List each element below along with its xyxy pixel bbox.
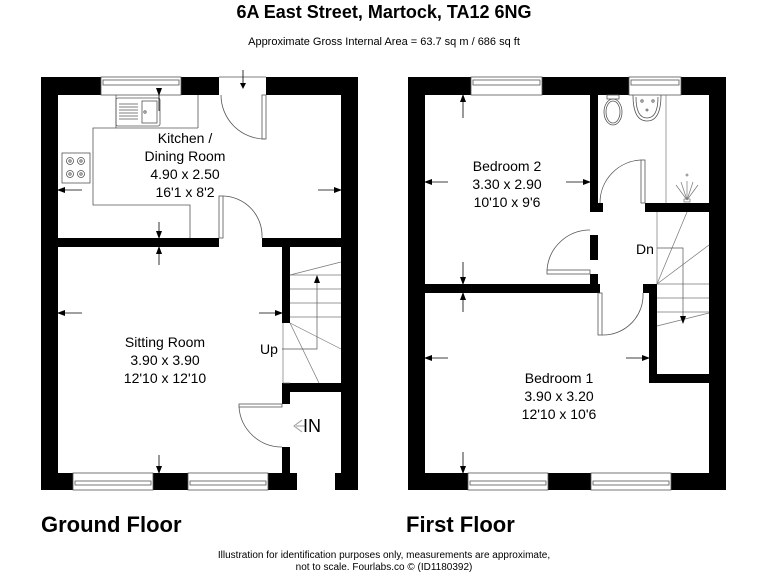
window-icon — [467, 472, 672, 491]
wall — [266, 77, 358, 95]
first-floor-label: First Floor — [406, 512, 515, 537]
wall — [671, 473, 726, 490]
window-icon — [72, 472, 269, 491]
disclaimer: Illustration for identification purposes… — [0, 550, 768, 574]
room-dimensions-imperial: 16'1 x 8'2 — [155, 184, 215, 200]
ground-floor-plan — [41, 70, 358, 491]
room-label-bedroom-1: Bedroom 1 3.90 x 3.20 12'10 x 10'6 — [494, 369, 624, 423]
disclaimer-line-2: not to scale. Fourlabs.co © (ID1180392) — [295, 562, 473, 573]
room-name: Bedroom 1 — [524, 370, 594, 386]
room-label-kitchen-dining: Kitchen / Dining Room 4.90 x 2.50 16'1 x… — [120, 129, 250, 201]
wall — [645, 203, 709, 212]
wall — [709, 77, 726, 490]
property-address-title: 6A East Street, Martock, TA12 6NG — [236, 2, 532, 22]
wall — [41, 473, 73, 490]
window-icon — [470, 76, 682, 96]
bedroom-1-door-icon — [597, 292, 644, 336]
staircase-icon — [282, 261, 342, 384]
room-dimensions-metric: 3.90 x 3.90 — [130, 352, 200, 368]
wall — [590, 95, 598, 203]
room-dimensions-imperial: 10'10 x 9'6 — [473, 194, 541, 210]
wall — [282, 383, 341, 392]
wall — [335, 473, 358, 490]
first-floor-plan — [408, 76, 726, 491]
wall — [262, 238, 341, 247]
sink-icon — [115, 97, 161, 127]
wall — [282, 383, 290, 404]
room-dimensions-imperial: 12'10 x 12'10 — [123, 370, 207, 386]
internal-door-icon — [218, 195, 263, 239]
wall — [590, 274, 598, 293]
wall — [408, 77, 425, 490]
room-name: Dining Room — [144, 148, 226, 164]
wall — [181, 77, 219, 95]
gross-internal-area: Approximate Gross Internal Area = 63.7 s… — [248, 36, 520, 48]
room-label-bedroom-2: Bedroom 2 3.30 x 2.90 10'10 x 9'6 — [442, 157, 572, 211]
wall — [408, 473, 468, 490]
rear-door-icon — [219, 70, 267, 140]
wall — [548, 473, 591, 490]
front-door-icon — [238, 403, 283, 448]
room-dimensions-metric: 3.30 x 2.90 — [472, 176, 542, 192]
disclaimer-line-1: Illustration for identification purposes… — [217, 550, 551, 561]
shower-icon — [675, 173, 699, 203]
wall — [282, 447, 290, 473]
window-icon — [100, 76, 182, 96]
wall — [649, 284, 657, 383]
wall — [341, 77, 358, 490]
wall — [41, 77, 58, 490]
wall — [590, 235, 598, 260]
entrance-arrow-icon — [293, 419, 306, 433]
toilet-icon — [603, 94, 623, 126]
room-name: Sitting Room — [124, 334, 206, 350]
room-dimensions-metric: 4.90 x 2.50 — [150, 166, 220, 182]
wall — [58, 238, 219, 247]
ground-floor-label: Ground Floor — [41, 512, 182, 537]
wall — [153, 473, 188, 490]
wall — [425, 284, 600, 293]
room-dimensions-imperial: 12'10 x 10'6 — [521, 406, 597, 422]
staircase-icon — [656, 211, 710, 327]
stairs-up-label: Up — [260, 341, 278, 357]
room-name: Bedroom 2 — [472, 158, 542, 174]
room-dimensions-metric: 3.90 x 3.20 — [524, 388, 594, 404]
bedroom-2-door-icon — [546, 229, 591, 275]
entrance-label: IN — [303, 416, 321, 436]
wall — [542, 77, 629, 95]
wall — [282, 247, 290, 323]
stairs-down-label: Dn — [636, 241, 654, 257]
wall — [268, 473, 297, 490]
basin-icon — [632, 94, 662, 122]
hob-icon — [61, 152, 91, 184]
wall — [590, 203, 603, 212]
room-name: Kitchen / — [157, 130, 213, 146]
room-label-sitting-room: Sitting Room 3.90 x 3.90 12'10 x 12'10 — [100, 333, 230, 387]
bathroom-door-icon — [599, 159, 646, 204]
wall — [649, 374, 709, 383]
